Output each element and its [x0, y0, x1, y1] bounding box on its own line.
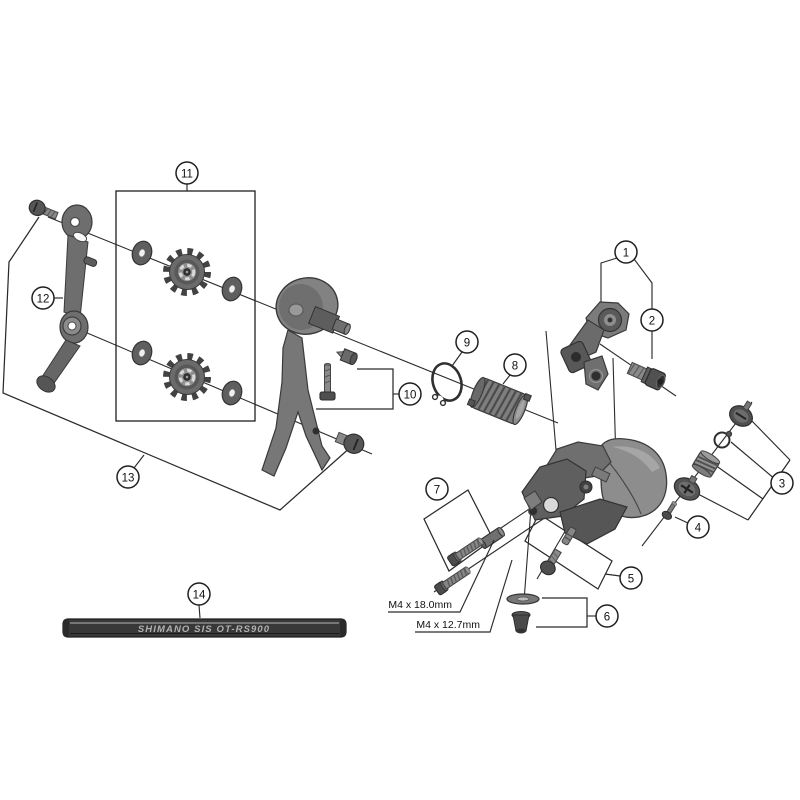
svg-text:5: 5 — [628, 573, 634, 585]
svg-text:14: 14 — [193, 589, 206, 601]
cage-lock-nut — [335, 348, 358, 366]
callout-10: 10 — [398, 382, 422, 406]
tension-pulley — [163, 353, 211, 401]
svg-text:2: 2 — [649, 315, 655, 327]
adjust-spring — [691, 450, 721, 478]
callout-12: 12 — [31, 286, 55, 310]
pulley-set-box — [115, 190, 256, 422]
callout-14: 14 — [187, 582, 211, 606]
outer-cage-plate — [261, 277, 351, 477]
svg-text:13: 13 — [122, 472, 135, 484]
pulley-washer-upper-left — [131, 240, 153, 266]
callout-11: 11 — [175, 161, 199, 185]
svg-text:12: 12 — [37, 293, 50, 305]
svg-text:8: 8 — [512, 360, 518, 372]
bolt-length-label-long: M4 x 18.0mm — [388, 599, 452, 611]
svg-text:7: 7 — [434, 484, 440, 496]
callout-1: 1 — [614, 240, 638, 264]
cable-fixing-washer — [506, 593, 540, 605]
svg-text:9: 9 — [464, 337, 470, 349]
callout-2: 2 — [640, 308, 664, 332]
pulley-washer-lower-right — [221, 380, 243, 406]
bolt-length-label-short: M4 x 12.7mm — [416, 619, 480, 631]
callout-3: 3 — [770, 471, 794, 495]
svg-text:6: 6 — [604, 611, 610, 623]
mount-bolt-long — [447, 537, 484, 567]
adjust-cap-bottom — [673, 474, 701, 501]
inner-cage-plate — [36, 204, 98, 393]
outer-plate-bolt — [334, 431, 365, 454]
pulley-washer-lower-left — [131, 340, 153, 366]
callout-7: 7 — [425, 477, 449, 501]
stroke-bolt — [540, 548, 562, 576]
svg-text:1: 1 — [623, 247, 629, 259]
cage-stopper-bolt — [319, 362, 336, 401]
cage-spring — [466, 376, 532, 426]
adjust-cap-top — [729, 400, 753, 427]
cable-fixing-bolt — [511, 611, 531, 634]
svg-text:11: 11 — [181, 168, 193, 180]
callout-9: 9 — [455, 330, 479, 354]
set-screw — [661, 501, 677, 520]
callout-6: 6 — [595, 604, 619, 628]
svg-text:3: 3 — [779, 478, 785, 490]
guide-pulley — [163, 248, 211, 296]
callout-leader-lines — [2, 184, 791, 628]
callout-5: 5 — [619, 566, 643, 590]
inner-plate-bolt — [28, 199, 59, 220]
adjust-ring — [713, 430, 733, 449]
snap-ring — [431, 362, 463, 407]
callout-13: 13 — [116, 465, 140, 489]
callout-4: 4 — [686, 515, 710, 539]
callout-8: 8 — [503, 353, 527, 377]
derailleur-body — [521, 438, 668, 545]
svg-text:10: 10 — [404, 389, 417, 401]
outer-casing-cable: SHIMANO SIS OT-RS900 — [62, 618, 347, 638]
cable-marking-text: SHIMANO SIS OT-RS900 — [138, 624, 270, 635]
bracket-axle-bolt — [626, 361, 666, 391]
dimension-labels: M4 x 18.0mm M4 x 12.7mm — [388, 539, 513, 633]
stroke-pin — [561, 526, 577, 546]
mount-bolt-short — [434, 566, 471, 596]
pulley-washer-upper-right — [221, 276, 243, 302]
svg-text:4: 4 — [695, 522, 702, 534]
bracket-axle-unit — [560, 301, 630, 391]
